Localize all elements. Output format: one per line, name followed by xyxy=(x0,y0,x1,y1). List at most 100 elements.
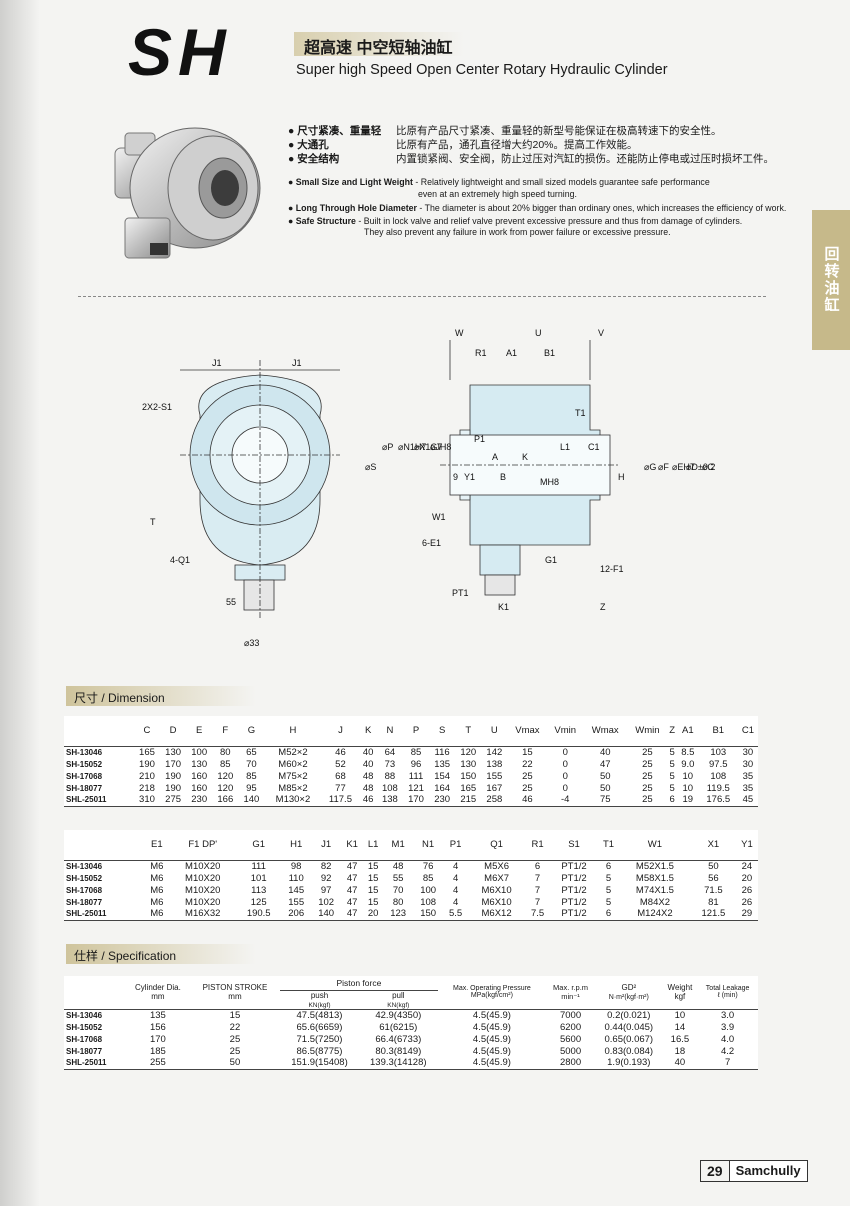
label-f: ⌀F xyxy=(658,462,669,472)
value-cell: PT1/2 xyxy=(561,896,587,908)
value-cell: 73 xyxy=(384,758,396,770)
column-header: P xyxy=(402,716,430,747)
value-cell: 22 xyxy=(522,758,533,770)
value-cell: 0.44(0.045) xyxy=(604,1021,654,1033)
value-cell: 55 xyxy=(392,872,404,884)
value-cell: 16.5 xyxy=(670,1033,690,1045)
value-cell: 135 xyxy=(434,758,451,770)
value-cell: 5 xyxy=(605,896,612,908)
value-cell: 185 xyxy=(149,1045,166,1057)
column-header: R1 xyxy=(525,830,551,861)
header-cylinder: Cylinder Dia.mm xyxy=(126,976,190,1010)
value-cell: 7 xyxy=(534,884,541,896)
value-cell: 47 xyxy=(346,872,358,884)
feature-en-row: ● Small Size and Light Weight - Relative… xyxy=(288,177,786,189)
label-m: MH8 xyxy=(540,477,559,487)
value-cell: 5 xyxy=(669,746,675,758)
label-h: H xyxy=(618,472,625,482)
value-cell: 46 xyxy=(335,746,346,758)
feature-en-cont: They also prevent any failure in work fr… xyxy=(364,227,671,237)
value-cell: M85×2 xyxy=(278,782,308,794)
model-cell: SH-18077 xyxy=(66,897,103,907)
value-cell: 190 xyxy=(165,782,182,794)
features-english: ● Small Size and Light Weight - Relative… xyxy=(288,177,786,239)
value-cell: 48 xyxy=(362,770,374,782)
value-cell: 25 xyxy=(522,782,533,794)
value-cell: 6 xyxy=(667,794,677,807)
value-cell: 218 xyxy=(139,782,155,794)
value-cell: M6X10 xyxy=(481,884,512,896)
column-header: F1 DP' xyxy=(169,830,237,861)
value-cell: 5 xyxy=(669,758,675,770)
value-cell: 210 xyxy=(139,770,155,782)
value-cell: 150 xyxy=(413,908,444,921)
value-cell: 170 xyxy=(165,758,182,770)
value-cell: PT1/2 xyxy=(561,872,587,884)
feature-en-label: ● Safe Structure xyxy=(288,215,356,226)
model-cell: SH-18077 xyxy=(66,783,103,793)
value-cell: 7000 xyxy=(559,1009,582,1021)
feature-en-label: ● Long Through Hole Diameter xyxy=(288,203,417,213)
model-cell: SH-13046 xyxy=(66,1010,103,1020)
model-cell: SH-15052 xyxy=(66,1022,103,1032)
value-cell: 7 xyxy=(697,1057,758,1070)
column-header: Wmax xyxy=(583,716,628,747)
value-cell: 150 xyxy=(460,770,477,782)
value-cell: M74X1.5 xyxy=(635,884,674,896)
value-cell: 20 xyxy=(741,872,753,884)
column-header: Z xyxy=(667,716,677,747)
value-cell: 70 xyxy=(392,884,404,896)
label-s1: 2X2-S1 xyxy=(142,402,172,412)
value-cell: 4.0 xyxy=(720,1033,735,1045)
column-header: Vmax xyxy=(507,716,548,747)
value-cell: 25 xyxy=(229,1045,241,1057)
feature-en-text: - Relatively lightweight and small sized… xyxy=(412,177,710,187)
value-cell: 19 xyxy=(676,794,699,807)
value-cell: 25 xyxy=(627,794,668,807)
value-cell: 76 xyxy=(422,860,434,872)
value-cell: 50 xyxy=(189,1057,281,1070)
label-e: ⌀EH7 xyxy=(672,462,695,472)
feature-cn-label: ● 安全结构 xyxy=(288,153,340,165)
feature-cn-row: ● 安全结构内置锁紧阀、安全阀，防止过压对汽缸的损伤。还能防止停电或过压时损坏工… xyxy=(288,152,774,166)
value-cell: 117.5 xyxy=(321,794,360,807)
column-header: Q1 xyxy=(468,830,526,861)
value-cell: 100 xyxy=(420,884,437,896)
column-header: A1 xyxy=(676,716,699,747)
value-cell: 5 xyxy=(669,782,675,794)
value-cell: 310 xyxy=(133,794,161,807)
value-cell: M10X20 xyxy=(185,872,221,884)
value-cell: 68 xyxy=(335,770,346,782)
value-cell: 30 xyxy=(742,758,754,770)
value-cell: 48 xyxy=(392,860,404,872)
value-cell: 230 xyxy=(429,794,456,807)
value-cell: 40 xyxy=(362,758,374,770)
label-9: 9 xyxy=(453,472,458,482)
value-cell: 4 xyxy=(452,860,459,872)
value-cell: 119.5 xyxy=(706,782,730,794)
value-cell: 4 xyxy=(452,896,459,908)
column-header xyxy=(64,830,145,861)
column-header: P1 xyxy=(443,830,469,861)
value-cell: 48 xyxy=(362,782,374,794)
value-cell: 108 xyxy=(710,770,727,782)
value-cell: 140 xyxy=(311,908,342,921)
value-cell: 42.9(4350) xyxy=(375,1009,422,1021)
label-l1: L1 xyxy=(560,442,570,452)
value-cell: 275 xyxy=(160,794,187,807)
value-cell: 25 xyxy=(642,770,653,782)
feature-cn-text: 比原有产品尺寸紧凑、重量轻的新型号能保证在极高转速下的安全性。 xyxy=(396,125,722,137)
value-cell: 0.65(0.067) xyxy=(604,1033,654,1045)
value-cell: M6 xyxy=(144,908,170,921)
value-cell: 85 xyxy=(246,770,257,782)
value-cell: 86.5(8775) xyxy=(296,1045,343,1057)
value-cell: -4 xyxy=(547,794,584,807)
label-u: U xyxy=(535,328,542,338)
